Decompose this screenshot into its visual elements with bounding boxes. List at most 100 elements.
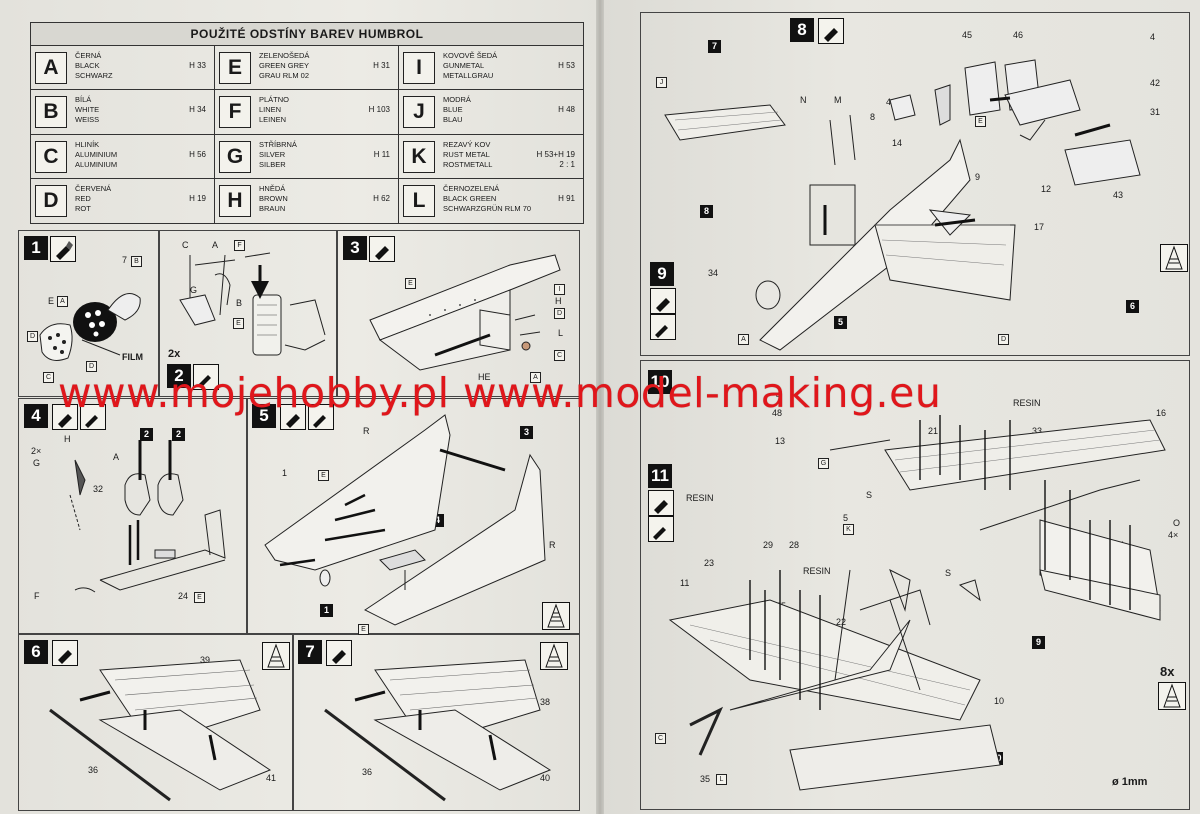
step-2-quantity: 2x [168, 348, 181, 360]
humbrol-code: H 91 [558, 194, 575, 204]
color-tag-l: L [716, 774, 727, 785]
color-letter: K [403, 140, 435, 173]
wing-strut-assembly-drawing [829, 415, 1166, 621]
color-label-n: N [800, 95, 807, 105]
color-letter: D [35, 184, 67, 217]
color-tag-ke: E [358, 624, 369, 635]
part-2-callout: 2 [140, 428, 153, 441]
color-letter: H [219, 184, 251, 217]
part-1-label: 1 [282, 468, 288, 478]
color-letter: J [403, 96, 435, 129]
part-5-callout: 5 [834, 316, 847, 329]
step-8-number: 8 [790, 18, 814, 42]
color-tag-f: F [234, 240, 245, 251]
part-9-callout: 9 [1032, 636, 1045, 649]
color-name-en: BLUE [443, 105, 463, 115]
color-name-cz: MODRÁ [443, 95, 471, 105]
color-tag-b: B [131, 256, 142, 267]
color-name-de: SCHWARZ [75, 71, 113, 80]
step-2-panel [158, 230, 338, 397]
color-label-s2: S [945, 568, 952, 578]
color-name-en: BROWN [259, 193, 288, 203]
step-11-number: 11 [648, 464, 672, 488]
color-label-a: A [212, 240, 219, 250]
paint-brush-icon [650, 314, 676, 340]
color-letter: E [219, 52, 251, 84]
lower-wing-drawing [324, 659, 552, 802]
part-33-label: 33 [1032, 426, 1043, 436]
part-43-label: 43 [1113, 190, 1124, 200]
humbrol-code: H 11 [374, 150, 390, 160]
diameter-label: ø 1mm [1112, 776, 1148, 788]
color-label-e: E [48, 296, 55, 306]
humbrol-code-value: H 34 [189, 105, 206, 115]
part-46-label: 46 [1013, 30, 1024, 40]
color-tag-c: C [43, 372, 54, 383]
glue-icon [648, 490, 674, 516]
part-21-label: 21 [928, 426, 939, 436]
color-tag-c: C [554, 350, 565, 361]
color-letter: F [219, 96, 251, 129]
humbrol-code: H 103 [369, 105, 390, 115]
color-letter: A [35, 52, 67, 84]
color-label-h: H [64, 434, 71, 444]
camouflage-paint-icon [542, 602, 570, 630]
glue-icon [369, 236, 395, 262]
film-label: FILM [122, 352, 143, 362]
color-name-cz: KOVOVĚ ŠEDÁ [443, 51, 498, 60]
color-tag-d: D [27, 331, 38, 342]
glue-icon [52, 404, 78, 430]
color-tag-a: A [738, 334, 749, 345]
color-name-cz: ZELENOŠEDÁ [259, 51, 310, 60]
part-32-label: 32 [93, 484, 104, 494]
fuselage-half-drawing [369, 254, 561, 371]
humbrol-code: H 19 [189, 194, 206, 204]
step-5-panel [246, 398, 580, 634]
part-6-callout: 6 [1126, 300, 1139, 313]
part-48-label: 48 [772, 408, 783, 418]
resin-label: RESIN [686, 493, 714, 503]
quantity-8x: 8x [1160, 664, 1175, 679]
color-name-cz: ČERVENÁ [75, 183, 112, 193]
seat-frame-drawing [179, 252, 326, 356]
glue-icon [280, 404, 306, 430]
camouflage-paint-icon [1160, 244, 1188, 272]
color-name-en: BLACK [75, 61, 100, 70]
paint-brush-icon [80, 404, 106, 430]
glue-icon [50, 236, 76, 262]
color-letter: I [403, 52, 435, 84]
lower-wing-drawing [49, 659, 272, 802]
color-name-en: GUNMETAL [443, 61, 485, 70]
cockpit-floor-drawing [69, 440, 226, 593]
glue-icon [818, 18, 844, 44]
color-tag-e: E [194, 592, 205, 603]
color-label-c: C [182, 240, 189, 250]
step-3-panel [336, 230, 580, 397]
camouflage-paint-icon [1158, 682, 1186, 710]
part-7-label: 7 [122, 255, 128, 265]
part-40-label: 40 [540, 773, 551, 783]
color-label-r2: R [549, 540, 556, 550]
part-29-label: 29 [763, 540, 774, 550]
color-name-en: WHITE [75, 105, 100, 115]
color-name-de: BLAU [443, 115, 463, 125]
part-17-label: 17 [1034, 222, 1045, 232]
glue-icon [650, 288, 676, 314]
color-name-de: WEIß [75, 115, 100, 125]
step-7-panel [292, 634, 580, 811]
color-tag-a: A [57, 296, 68, 307]
color-letter: G [219, 140, 251, 173]
color-letter: B [35, 96, 67, 129]
color-name-cz: PLÁTNO [259, 95, 290, 105]
paint-brush-icon [648, 516, 674, 542]
humbrol-code-value: H 62 [373, 193, 390, 203]
color-name-en: RUST METAL [443, 149, 490, 159]
step-10-number: 10 [648, 370, 672, 394]
